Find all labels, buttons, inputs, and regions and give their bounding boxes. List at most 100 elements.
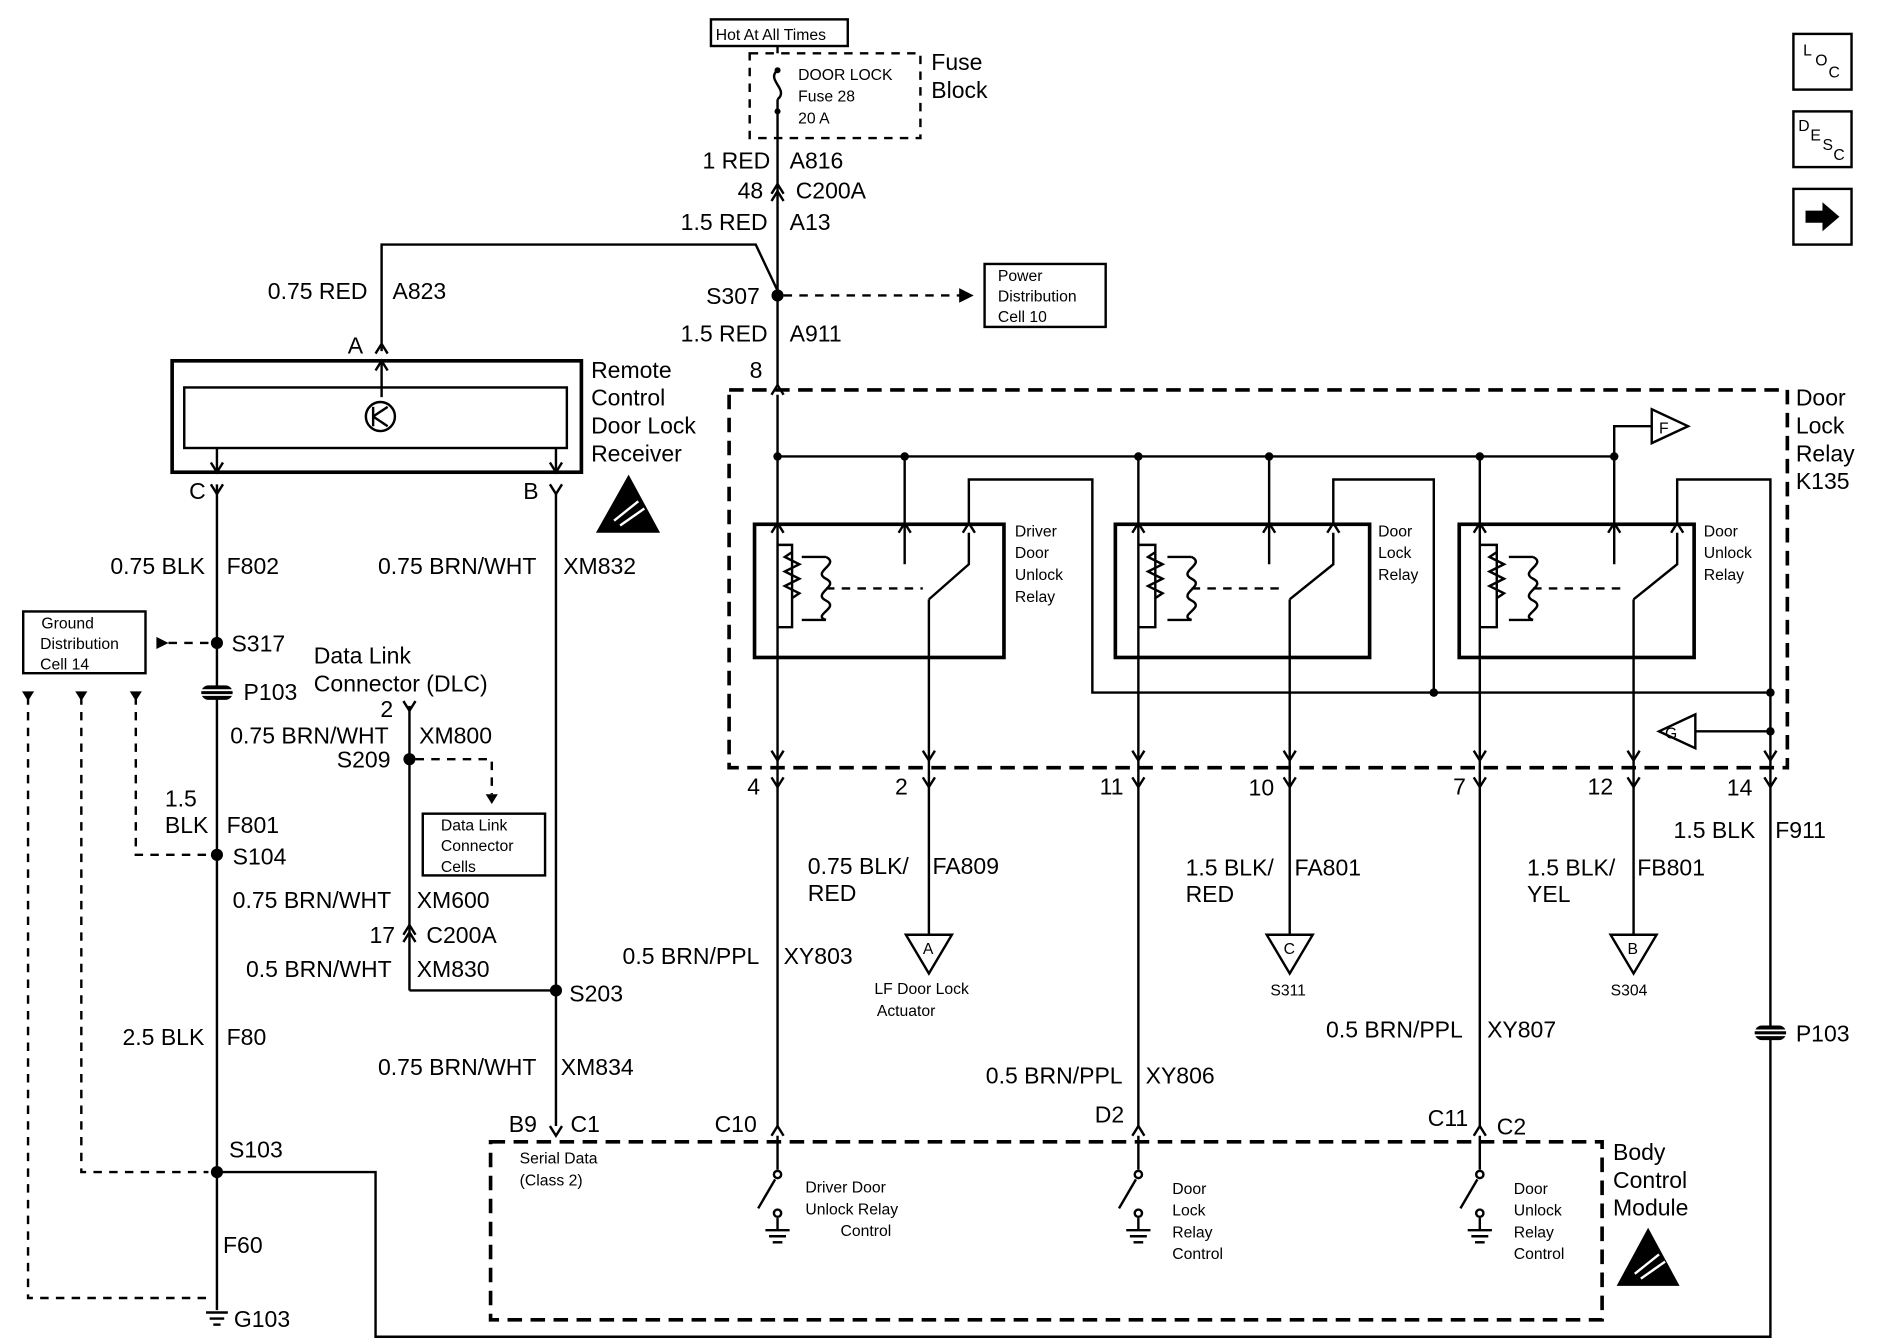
flag-g-label: G — [1665, 726, 1677, 743]
power-dist-l1: Power — [998, 268, 1043, 285]
xm834-circuit: XM834 — [561, 1054, 634, 1080]
relay-1-label-4: Relay — [1015, 589, 1055, 606]
ctrl3-label-3: Relay — [1514, 1224, 1554, 1241]
a911-gauge: 1.5 RED — [681, 320, 768, 346]
c200a-connector-2: C200A — [426, 922, 497, 948]
dlc-cells-ref[interactable]: Data Link Connector Cells — [421, 812, 547, 877]
p103-passthrough-icon — [201, 685, 233, 700]
flag-g-icon — [1656, 712, 1697, 751]
esd-warning-icon-bcm — [1616, 1227, 1680, 1286]
s209-splice — [403, 753, 416, 766]
f80-gauge: 2.5 BLK — [122, 1024, 204, 1050]
ctrl2-label-1: Door — [1172, 1181, 1206, 1198]
xy803-gauge: 0.5 BRN/PPL — [623, 943, 760, 969]
relay-3-label-2: Unlock — [1704, 545, 1752, 562]
f80-circuit: F80 — [227, 1024, 267, 1050]
c200a-connector: C200A — [796, 178, 867, 204]
bcm-label-2: Control — [1613, 1167, 1687, 1193]
receiver-pin-c: C — [189, 478, 206, 504]
p103-label-right: P103 — [1796, 1020, 1850, 1046]
receiver-label-1: Remote — [591, 357, 672, 383]
fuse-number: Fuse 28 — [798, 89, 855, 106]
g103-label: G103 — [234, 1306, 290, 1332]
dlc-label-1: Data Link — [314, 643, 412, 669]
ctrl3-label-4: Control — [1514, 1246, 1565, 1263]
a816-gauge: 1 RED — [702, 147, 770, 173]
a823-circuit: A823 — [393, 278, 447, 304]
xm800-gauge: 0.75 BRN/WHT — [230, 722, 388, 748]
a816-circuit: A816 — [790, 147, 844, 173]
power-distribution-ref[interactable]: Power Distribution Cell 10 — [983, 262, 1107, 329]
fuse-block-label-2: Block — [931, 77, 988, 103]
relay-module-label-2: Lock — [1796, 412, 1845, 438]
s311-label: S311 — [1270, 982, 1306, 999]
receiver-label-2: Control — [591, 385, 665, 411]
bcm-pin-b9: B9 — [509, 1111, 537, 1137]
receiver-label-4: Receiver — [591, 440, 682, 466]
fa801-gauge-2: RED — [1186, 881, 1235, 907]
f911-circuit: F911 — [1775, 817, 1826, 843]
desc-button[interactable]: D E S C — [1792, 110, 1853, 169]
esd-warning-icon — [595, 474, 661, 533]
relay-pin-14: 14 — [1727, 775, 1753, 801]
s203-label: S203 — [569, 980, 623, 1006]
f60-label: F60 — [223, 1232, 263, 1258]
serial-data-label-2: (Class 2) — [520, 1172, 583, 1189]
a911-circuit: A911 — [790, 320, 842, 346]
p103-label-left: P103 — [244, 679, 298, 705]
loc-letter-l: L — [1803, 43, 1812, 60]
door-lock-relay — [1113, 522, 1372, 660]
triangle-a-icon — [903, 933, 955, 976]
loc-letter-c: C — [1829, 64, 1840, 81]
xm830-circuit: XM830 — [417, 956, 490, 982]
serial-data-circuit: 0.75 BRN/WHT XM832 Data Link Connector (… — [230, 494, 636, 1139]
xm832-gauge: 0.75 BRN/WHT — [378, 553, 536, 579]
s317-splice — [210, 636, 223, 649]
triangle-c-icon — [1264, 933, 1315, 976]
power-dist-l2: Distribution — [998, 288, 1077, 305]
fuse-rating: 20 A — [798, 111, 830, 128]
xm830-gauge: 0.5 BRN/WHT — [246, 956, 392, 982]
relay-2-label-2: Lock — [1378, 545, 1411, 562]
flag-f-label: F — [1659, 420, 1669, 437]
relay-3-label-1: Door — [1704, 523, 1738, 540]
a13-circuit: A13 — [790, 209, 831, 235]
relay-module-label-3: Relay — [1796, 440, 1855, 466]
loc-button[interactable]: L O C — [1792, 32, 1853, 91]
ctrl1-label-2: Unlock Relay — [805, 1201, 898, 1218]
dlc-cells-l3: Cells — [441, 859, 476, 876]
relay-2-label-1: Door — [1378, 523, 1412, 540]
c200a-pin-17: 17 — [369, 922, 395, 948]
door-lock-relay-k135: Door Lock Relay K135 F Driver Door Unloc… — [727, 385, 1855, 801]
xy806-gauge: 0.5 BRN/PPL — [986, 1063, 1123, 1089]
fb801-gauge-2: YEL — [1527, 881, 1571, 907]
f802-circuit: F802 — [227, 553, 279, 579]
ctrl2-label-2: Lock — [1172, 1203, 1205, 1220]
serial-data-label-1: Serial Data — [520, 1151, 598, 1168]
fuse-block: Hot At All Times DOOR LOCK Fuse 28 20 A … — [709, 18, 988, 140]
f801-circuit: F801 — [227, 812, 279, 838]
relay-pin-11: 11 — [1100, 773, 1124, 799]
xm800-circuit: XM800 — [419, 722, 492, 748]
ground-distribution-ref[interactable] — [21, 610, 147, 675]
s104-label: S104 — [233, 844, 287, 870]
xm834-gauge: 0.75 BRN/WHT — [378, 1054, 536, 1080]
feed-circuit: 1 RED A816 48 C200A 1.5 RED A13 S307 1.5… — [681, 111, 974, 396]
s203-splice — [549, 984, 563, 997]
fb801-gauge-1: 1.5 BLK/ — [1527, 854, 1616, 880]
relay-module-label-4: K135 — [1796, 468, 1850, 494]
door-unlock-relay — [1457, 522, 1696, 660]
next-page-button[interactable] — [1792, 187, 1853, 246]
fa809-circuit: FA809 — [933, 853, 1000, 879]
relay-module-label-1: Door — [1796, 385, 1846, 411]
bcm-pin-c10: C10 — [715, 1111, 757, 1137]
ctrl3-label-1: Door — [1514, 1181, 1548, 1198]
xy806-circuit: XY806 — [1146, 1063, 1215, 1089]
bcm-pin-d2: D2 — [1095, 1101, 1124, 1127]
relay-2-label-3: Relay — [1378, 567, 1418, 584]
triangle-b-label: B — [1628, 941, 1639, 958]
ground-circuit: 0.75 BLK F802 Ground Distribution Cell 1… — [21, 484, 1772, 1338]
fa801-circuit: FA801 — [1295, 854, 1362, 880]
bcm-pin-c11: C11 — [1428, 1105, 1468, 1131]
